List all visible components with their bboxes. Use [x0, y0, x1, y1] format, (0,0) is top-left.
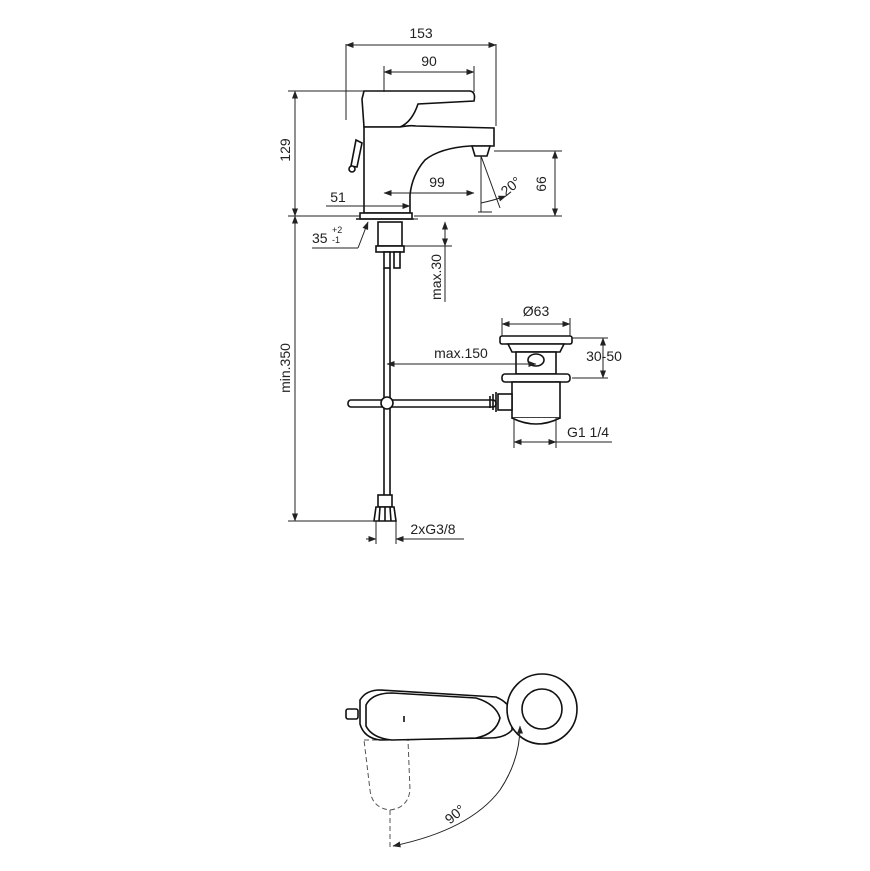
dim-diameter-63: Ø63	[523, 303, 550, 319]
waste-nut	[501, 373, 571, 383]
dim-30-50: 30-50	[586, 348, 622, 364]
faucet-handle	[361, 90, 476, 128]
dim-35: 35	[312, 230, 328, 246]
popup-rod	[347, 396, 497, 410]
dim-min350: min.350	[277, 343, 293, 393]
aerator	[470, 145, 492, 157]
faucet-body	[363, 124, 495, 214]
popup-lever	[350, 138, 363, 168]
waste-assembly	[489, 335, 573, 425]
dim-99: 99	[429, 174, 445, 190]
dim-20-deg: 20°	[498, 173, 525, 199]
dim-90-deg: 90°	[442, 801, 469, 827]
waste-flange	[499, 335, 573, 345]
faucet-side-view	[348, 90, 495, 522]
dim-90: 90	[421, 53, 437, 69]
top-view-handle	[365, 692, 501, 741]
dim-max150: max.150	[434, 345, 488, 361]
dimension-lines	[288, 42, 612, 544]
dim-max30: max.30	[428, 254, 444, 300]
dim-66: 66	[533, 176, 549, 192]
dim-35-tol-plus: +2	[332, 225, 342, 235]
base-plate	[359, 212, 413, 220]
dim-129: 129	[277, 138, 293, 162]
dim-35-tol-minus: -1	[332, 235, 340, 245]
dim-153: 153	[409, 25, 433, 41]
shank	[377, 221, 403, 247]
faucet-top-view: 90°	[345, 673, 578, 848]
dimension-labels: 153 90 129 51 99 20° 66 35 +2 -1 max.30 …	[277, 25, 622, 537]
dim-g1-1-4: G1 1/4	[567, 424, 609, 440]
dim-2xg3-8: 2xG3/8	[410, 521, 455, 537]
dim-51: 51	[330, 189, 346, 205]
